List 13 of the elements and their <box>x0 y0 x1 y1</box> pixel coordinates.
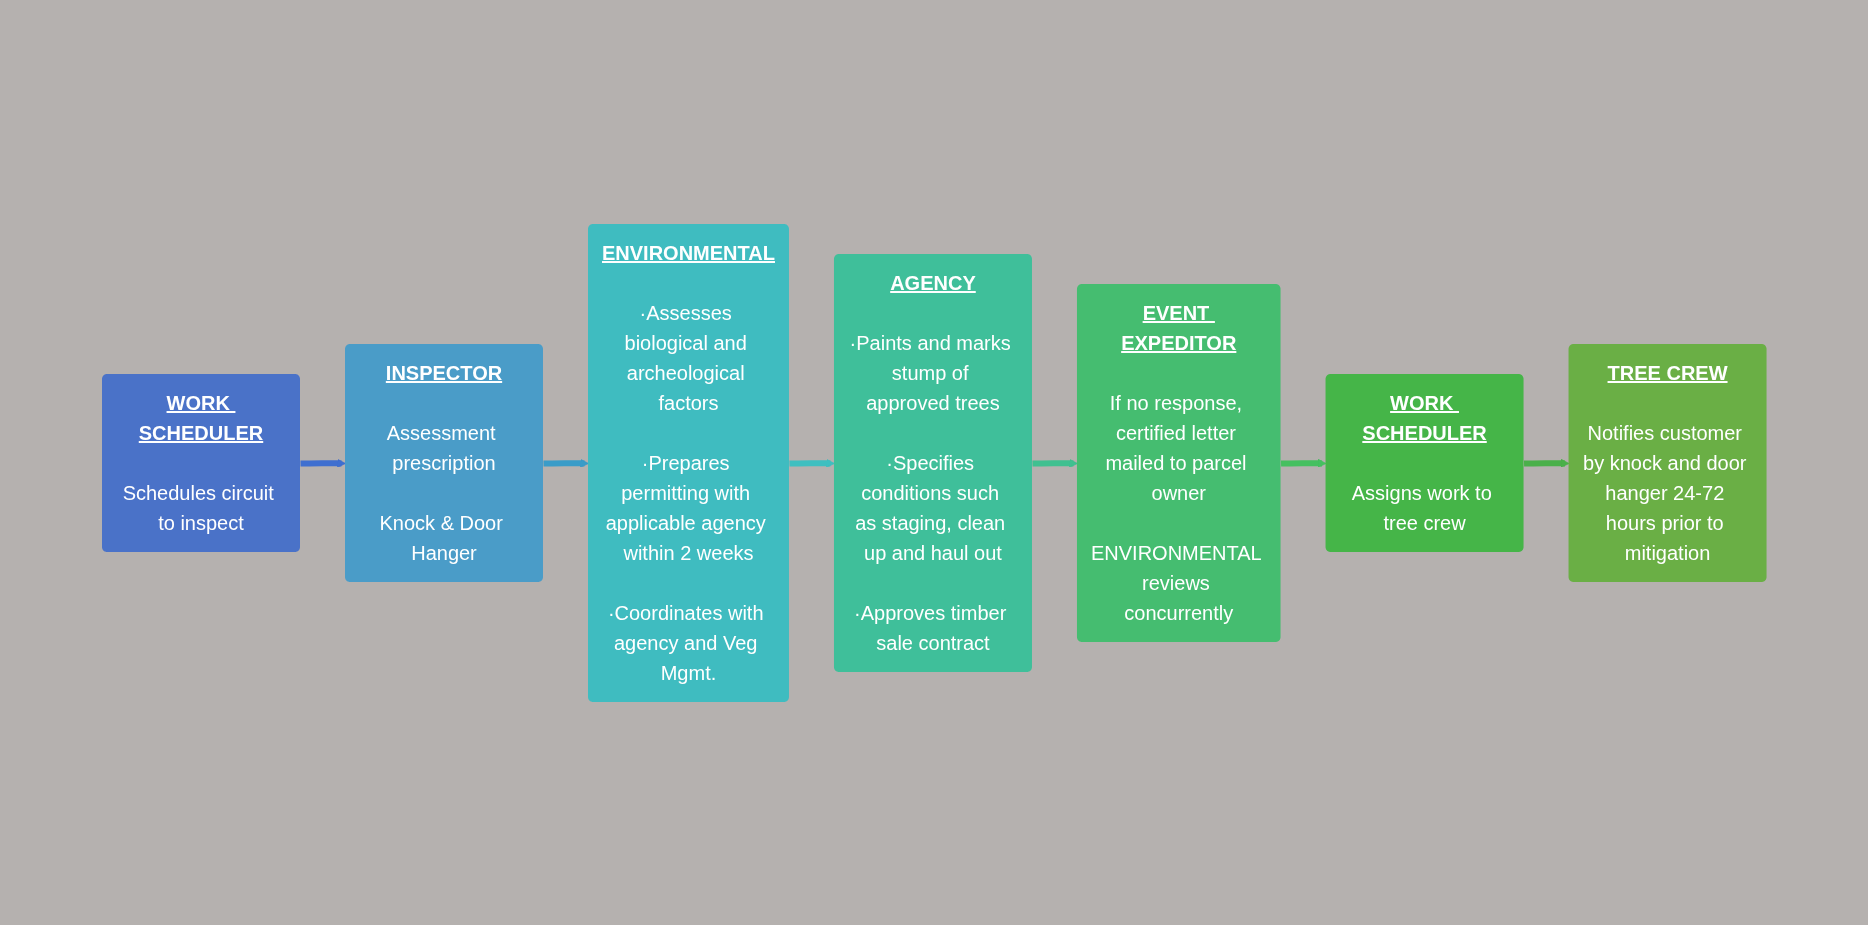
arrow <box>789 458 835 468</box>
node-box: TREE CREW Notifies customer by knock and door hanger 24-72 hours prior to mitigation <box>1568 343 1767 582</box>
node-box: WORK SCHEDULER Schedules circuit to inspect <box>101 373 300 552</box>
node-box: WORK SCHEDULER Assigns work to tree crew <box>1325 373 1524 552</box>
arrow <box>1280 458 1327 468</box>
node-box: INSPECTOR Assessment prescription Knock & Door Hanger <box>344 343 543 582</box>
arrow <box>1032 458 1078 468</box>
node-box: ENVIRONMENTAL ·Assesses biological and archeological factors ·Prepares permitting with applicable agency within 2 weeks ·Coordinates with agency and Veg Mgmt. <box>587 223 789 702</box>
arrow <box>543 458 589 468</box>
node-box: EVENT EXPEDITOR If no response, certified letter mailed to parcel owner ENVIRONMENTAL reviews concurrently <box>1076 283 1281 642</box>
node-box: AGENCY ·Paints and marks stump of approved trees ·Specifies conditions such as staging, clean up and haul out ·Approves timber sale contract <box>833 253 1032 672</box>
arrow <box>1523 458 1570 468</box>
arrow <box>300 458 346 468</box>
